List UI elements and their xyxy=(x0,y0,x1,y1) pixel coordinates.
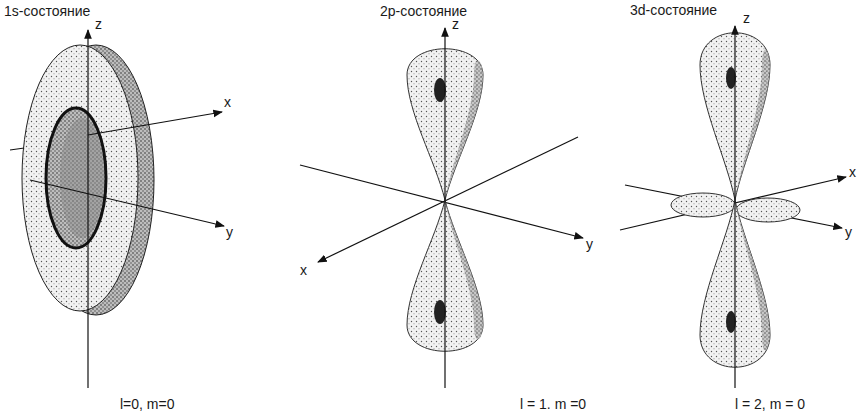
quantum-numbers: l = 1. m =0 xyxy=(520,396,586,412)
axis-label: z xyxy=(452,16,459,32)
axis-label: x xyxy=(300,262,307,278)
axis-label: z xyxy=(743,10,750,26)
axis-label: y xyxy=(845,224,852,240)
axis-label: y xyxy=(226,224,233,240)
panel-title: 1s-состояние xyxy=(4,3,90,19)
axis-label: x xyxy=(849,164,856,180)
quantum-numbers: l=0, m=0 xyxy=(120,396,174,412)
axis-label: x xyxy=(224,94,231,110)
quantum-numbers: l = 2, m = 0 xyxy=(735,396,805,412)
panel-title: 3d-состояние xyxy=(630,2,717,18)
d-orbital-lobes xyxy=(620,26,846,388)
axis-label: y xyxy=(586,236,593,252)
axis-label: z xyxy=(95,16,102,32)
p-orbital-lobes xyxy=(300,28,583,388)
s-orbital-ring xyxy=(10,30,224,388)
